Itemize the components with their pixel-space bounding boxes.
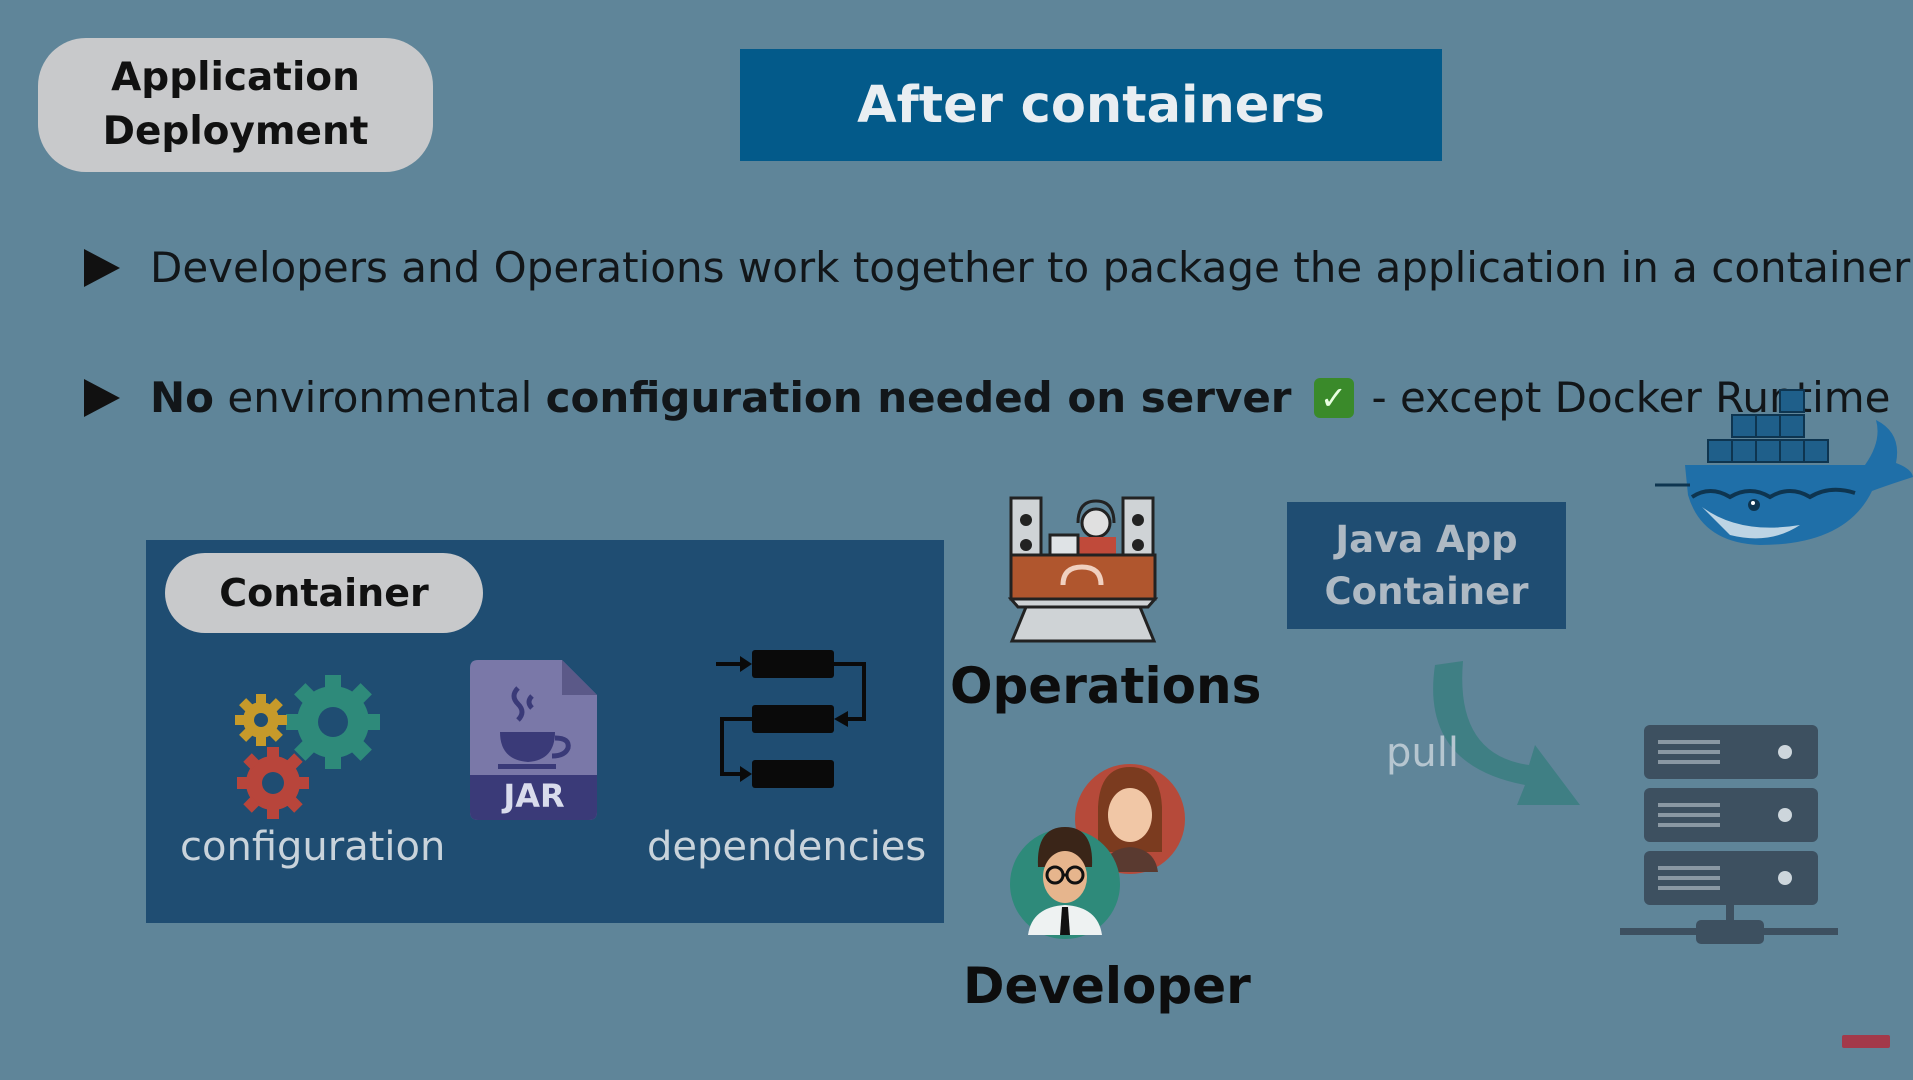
slide-banner: After containers xyxy=(740,49,1442,161)
developer-label: Developer xyxy=(963,957,1251,1015)
bullet-1: Developers and Operations work together … xyxy=(84,243,1910,292)
operations-label: Operations xyxy=(950,657,1262,715)
section-title-line1: Application xyxy=(111,55,360,100)
section-title-pill: Application Deployment xyxy=(38,38,433,172)
bullet-triangle-icon xyxy=(84,248,120,287)
container-title: Container xyxy=(219,571,429,615)
bullet-2-env: environmental xyxy=(214,373,546,422)
section-title-line2: Deployment xyxy=(102,109,369,154)
developer-avatars-icon xyxy=(1010,764,1185,939)
container-title-pill: Container xyxy=(165,553,483,633)
pull-arrow-icon xyxy=(1433,661,1580,805)
dependencies-flow-icon xyxy=(716,650,866,788)
subscribe-badge[interactable] xyxy=(1842,1035,1890,1048)
bullet-1-text: Developers and Operations work together … xyxy=(150,243,1911,292)
server-rack-icon xyxy=(1620,725,1838,944)
bullet-2: No environmental configuration needed on… xyxy=(84,373,1891,422)
java-app-container-box: Java App Container xyxy=(1287,502,1566,629)
jar-label: JAR xyxy=(503,777,565,815)
banner-text: After containers xyxy=(857,75,1325,135)
java-app-line1: Java App xyxy=(1335,517,1518,561)
configuration-label: configuration xyxy=(180,824,446,870)
docker-whale-icon xyxy=(1655,389,1913,545)
java-app-line2: Container xyxy=(1324,569,1529,613)
bullet-2-config: configuration needed on server xyxy=(545,373,1292,422)
gears-icon xyxy=(235,675,380,819)
check-mark-icon: ✓ xyxy=(1313,377,1354,418)
operations-desk-icon xyxy=(1008,496,1158,643)
pull-label: pull xyxy=(1386,730,1459,776)
bullet-2-no: No xyxy=(150,373,215,422)
jar-file-icon xyxy=(470,660,597,820)
dependencies-label: dependencies xyxy=(647,824,927,870)
bullet-triangle-icon xyxy=(84,378,120,417)
